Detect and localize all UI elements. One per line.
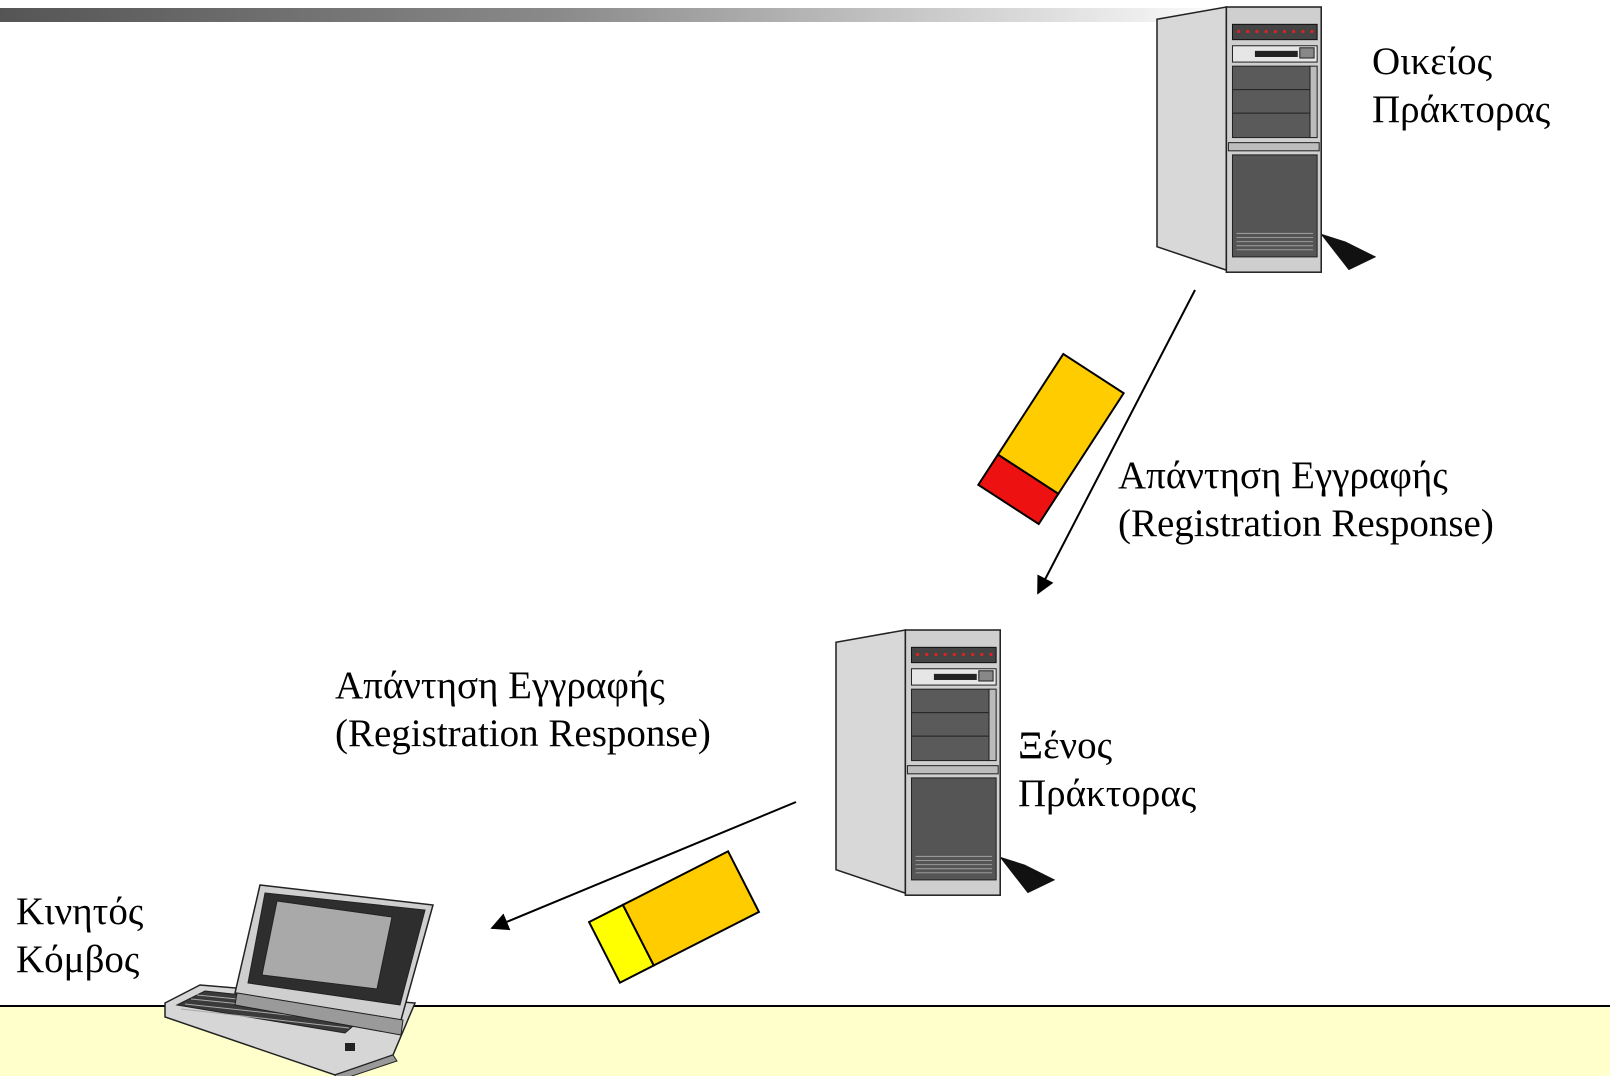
- foreign-agent-label-line2: Πράκτορας: [1018, 772, 1197, 815]
- top-bar: [0, 8, 1240, 22]
- registration-response-label-top: Απάντηση Εγγραφής (Registration Response…: [1118, 452, 1494, 548]
- arrow-foreign-to-mobile: [490, 801, 797, 931]
- registration-response-top-line2: (Registration Response): [1118, 502, 1494, 545]
- packet-icon-top: [976, 352, 1126, 526]
- foreign-agent-label-line1: Ξένος: [1018, 724, 1113, 767]
- home-agent-label-line1: Οικείος: [1372, 40, 1493, 83]
- packet-icon-bottom: [587, 849, 761, 985]
- registration-response-left-line2: (Registration Response): [335, 712, 711, 755]
- home-agent-server-icon: [1156, 6, 1378, 273]
- mobile-node-label: Κινητός Κόμβος: [16, 888, 143, 984]
- mobile-node-label-line2: Κόμβος: [16, 938, 140, 981]
- mobile-node-label-line1: Κινητός: [16, 890, 144, 933]
- home-agent-label: Οικείος Πράκτορας: [1372, 38, 1550, 134]
- foreign-agent-label: Ξένος Πράκτορας: [1018, 722, 1196, 818]
- registration-response-label-left: Απάντηση Εγγραφής (Registration Response…: [335, 662, 711, 758]
- home-agent-label-line2: Πράκτορας: [1372, 88, 1551, 131]
- arrow-home-to-foreign: [1037, 289, 1196, 595]
- registration-response-left-line1: Απάντηση Εγγραφής: [335, 664, 665, 707]
- registration-response-top-line1: Απάντηση Εγγραφής: [1118, 454, 1448, 497]
